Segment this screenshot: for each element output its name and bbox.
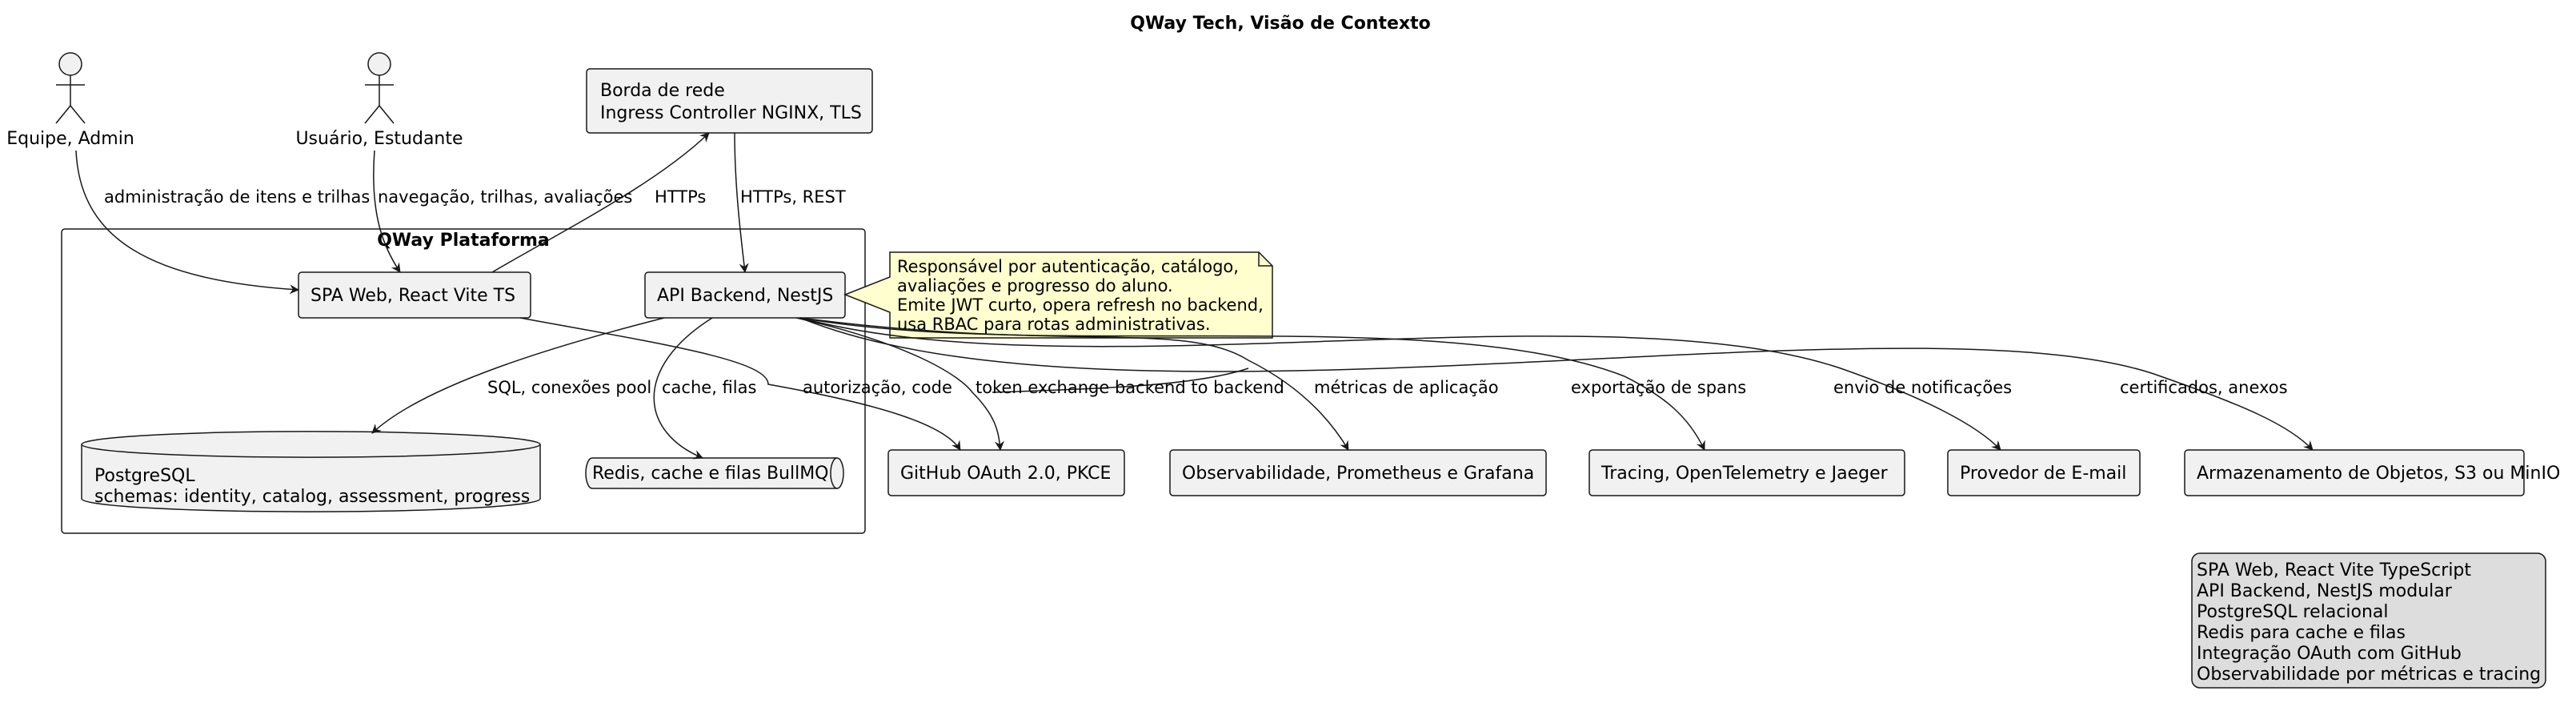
edge-edge-api	[734, 132, 749, 273]
edge-api-storage	[799, 317, 2314, 451]
postgres-line2: schemas: identity, catalog, assessment, …	[94, 487, 530, 507]
github-label: GitHub OAuth 2.0, PKCE	[900, 464, 1111, 484]
platform-boundary: QWay Plataforma	[61, 228, 866, 534]
edge-api-tracing	[799, 317, 1705, 451]
actor-admin	[55, 52, 86, 124]
edges	[75, 132, 2314, 460]
redis-label: Redis, cache e filas BullMQ	[592, 464, 829, 484]
note-line3: Emite JWT curto, opera refresh no backen…	[897, 295, 1264, 315]
legend-item: Integração OAuth com GitHub	[2197, 644, 2462, 664]
spa-label: SPA Web, React Vite TS	[310, 286, 515, 306]
edge-api-github	[795, 317, 1004, 451]
actor-student	[364, 52, 395, 124]
node-spa: SPA Web, React Vite TS	[298, 271, 531, 319]
observability-label: Observabilidade, Prometheus e Grafana	[1182, 464, 1534, 484]
edge-spa-github	[519, 317, 961, 451]
network-edge-line1: Borda de rede	[600, 81, 725, 101]
api-note: Responsável por autenticação, catálogo, …	[843, 251, 1273, 339]
api-label: API Backend, NestJS	[657, 286, 833, 306]
edge-label-api-storage: certificados, anexos	[2120, 378, 2288, 397]
legend-item: Redis para cache e filas	[2197, 623, 2406, 643]
platform-label: QWay Plataforma	[377, 231, 550, 251]
edge-api-email	[799, 317, 2001, 451]
node-tracing: Tracing, OpenTelemetry e Jaeger	[1588, 449, 1905, 496]
legend: SPA Web, React Vite TypeScript API Backe…	[2191, 552, 2546, 689]
edge-admin-spa	[75, 150, 299, 295]
email-label: Provedor de E-mail	[1960, 464, 2126, 484]
edge-label-api-github: token exchange backend to backend	[976, 378, 1284, 397]
actor-student-label: Usuário, Estudante	[295, 129, 463, 149]
edge-api-redis	[653, 317, 713, 460]
node-email: Provedor de E-mail	[1947, 449, 2141, 496]
node-observability: Observabilidade, Prometheus e Grafana	[1169, 449, 1547, 496]
note-line4: usa RBAC para rotas administrativas.	[897, 315, 1211, 334]
note-line1: Responsável por autenticação, catálogo,	[897, 257, 1239, 276]
node-api: API Backend, NestJS	[644, 271, 846, 319]
tracing-label: Tracing, OpenTelemetry e Jaeger	[1600, 464, 1889, 484]
legend-item: SPA Web, React Vite TypeScript	[2197, 560, 2471, 580]
note-line2: avaliações e progresso do aluno.	[897, 276, 1173, 295]
node-github-oauth: GitHub OAuth 2.0, PKCE	[887, 449, 1125, 496]
edge-label-student-spa: navegação, trilhas, avaliações	[378, 187, 632, 207]
network-edge-line2: Ingress Controller NGINX, TLS	[600, 103, 862, 123]
legend-item: API Backend, NestJS modular	[2197, 581, 2453, 601]
edge-label-api-tracing: exportação de spans	[1571, 378, 1746, 397]
edge-student-spa	[373, 150, 401, 273]
node-object-storage: Armazenamento de Objetos, S3 ou MinIO	[2184, 449, 2560, 496]
node-postgres: PostgreSQL schemas: identity, catalog, a…	[81, 431, 541, 512]
edge-label-spa-github: autorização, code	[803, 378, 952, 397]
legend-item: Observabilidade por métricas e tracing	[2197, 665, 2541, 685]
edge-spa-overlap	[992, 368, 1249, 393]
edge-label-edge-api: HTTPs, REST	[740, 187, 846, 207]
edge-label-api-email: envio de notificações	[1833, 378, 2012, 397]
actor-admin-label: Equipe, Admin	[6, 129, 134, 149]
postgres-line1: PostgreSQL	[94, 466, 195, 486]
edge-label-api-observability: métricas de aplicação	[1314, 378, 1499, 397]
legend-item: PostgreSQL relacional	[2197, 602, 2389, 622]
edge-label-admin-spa: administração de itens e trilhas	[104, 187, 370, 207]
edge-label-spa-edge: HTTPs	[655, 187, 706, 207]
edge-label-api-redis: cache, filas	[662, 378, 756, 397]
node-network-edge: Borda de rede Ingress Controller NGINX, …	[586, 68, 873, 134]
edge-spa-edge	[491, 132, 710, 273]
diagram-title: QWay Tech, Visão de Contexto	[1130, 14, 1430, 34]
node-redis: Redis, cache e filas BullMQ	[585, 457, 844, 489]
edge-label-api-postgres: SQL, conexões pool	[487, 378, 651, 397]
storage-label: Armazenamento de Objetos, S3 ou MinIO	[2197, 464, 2560, 484]
edge-api-postgres	[371, 317, 665, 434]
